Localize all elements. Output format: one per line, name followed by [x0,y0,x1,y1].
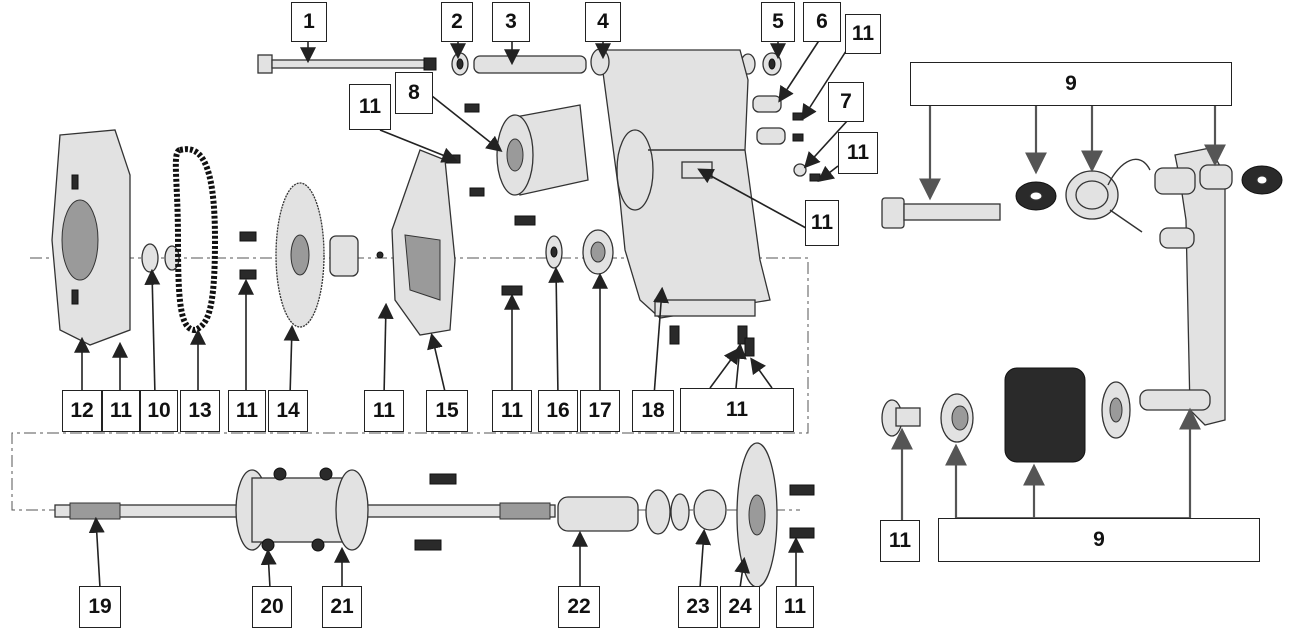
chain-guard [391,149,456,336]
disc-bolts [789,484,815,539]
callout-23: 23 [678,586,718,628]
sprocket-cover [51,129,131,346]
torsion-spring [1065,158,1151,233]
callout-11-h: 11 [492,390,532,432]
callout-6: 6 [803,2,841,42]
callout-2: 2 [441,2,473,42]
chain-screws [239,231,257,280]
motor-screws [445,103,485,197]
roller-bearing-right [1101,381,1131,439]
motor [496,104,589,196]
nut-5 [740,52,782,76]
callout-11-right: 11 [880,520,920,562]
callout-11-i: 11 [680,388,794,432]
callout-20: 20 [252,586,292,628]
axle-spacer [557,496,639,532]
clip [793,163,821,182]
pivot-screw [881,399,921,437]
brake-hub [693,489,727,531]
nut-2 [451,52,469,76]
arm-bolt [881,197,1001,229]
callout-24: 24 [720,586,760,628]
callout-13: 13 [180,390,220,432]
callout-8: 8 [395,72,433,114]
callout-15: 15 [426,390,468,432]
callout-11-e: 11 [102,390,140,432]
callout-7: 7 [828,82,864,122]
roller-bearing-left [940,393,974,443]
bearing [582,229,614,275]
bushings [752,95,804,145]
callout-14: 14 [268,390,308,432]
callout-11-c: 11 [838,132,878,174]
axle-bolts [414,473,457,551]
roller [1004,367,1086,463]
brake-arm [1139,147,1283,426]
axle-bearings [645,489,690,535]
pivot-sleeve [473,55,587,74]
nut-10 [141,243,180,273]
callout-9-top: 9 [910,62,1232,106]
callout-3: 3 [492,2,530,42]
callout-21: 21 [322,586,362,628]
callout-18: 18 [632,390,674,432]
callout-10: 10 [140,390,178,432]
callout-5: 5 [761,2,795,42]
sprocket-hub [329,235,384,277]
callout-9-bottom: 9 [938,518,1260,562]
callout-11-f: 11 [228,390,266,432]
frame-springs [669,325,755,357]
callout-1: 1 [291,2,327,42]
bolts [501,215,536,296]
motor-frame [590,48,771,319]
callout-11-b: 11 [349,84,391,130]
callout-11-a: 11 [845,14,881,54]
callout-17: 17 [580,390,620,432]
leader-lines [74,35,849,589]
callout-11-j: 11 [776,586,814,628]
callout-4: 4 [585,2,621,42]
axle-housing [235,467,369,552]
sprocket [275,182,325,328]
callout-11-d: 11 [805,200,839,246]
spring-washer [1015,181,1057,211]
drive-chain [172,146,219,334]
callout-22: 22 [558,586,600,628]
washer [545,235,563,269]
brake-disc [736,442,778,588]
callout-19: 19 [79,586,121,628]
long-bolt [257,54,437,74]
callout-11-g: 11 [364,390,404,432]
callout-12: 12 [62,390,102,432]
callout-16: 16 [538,390,578,432]
